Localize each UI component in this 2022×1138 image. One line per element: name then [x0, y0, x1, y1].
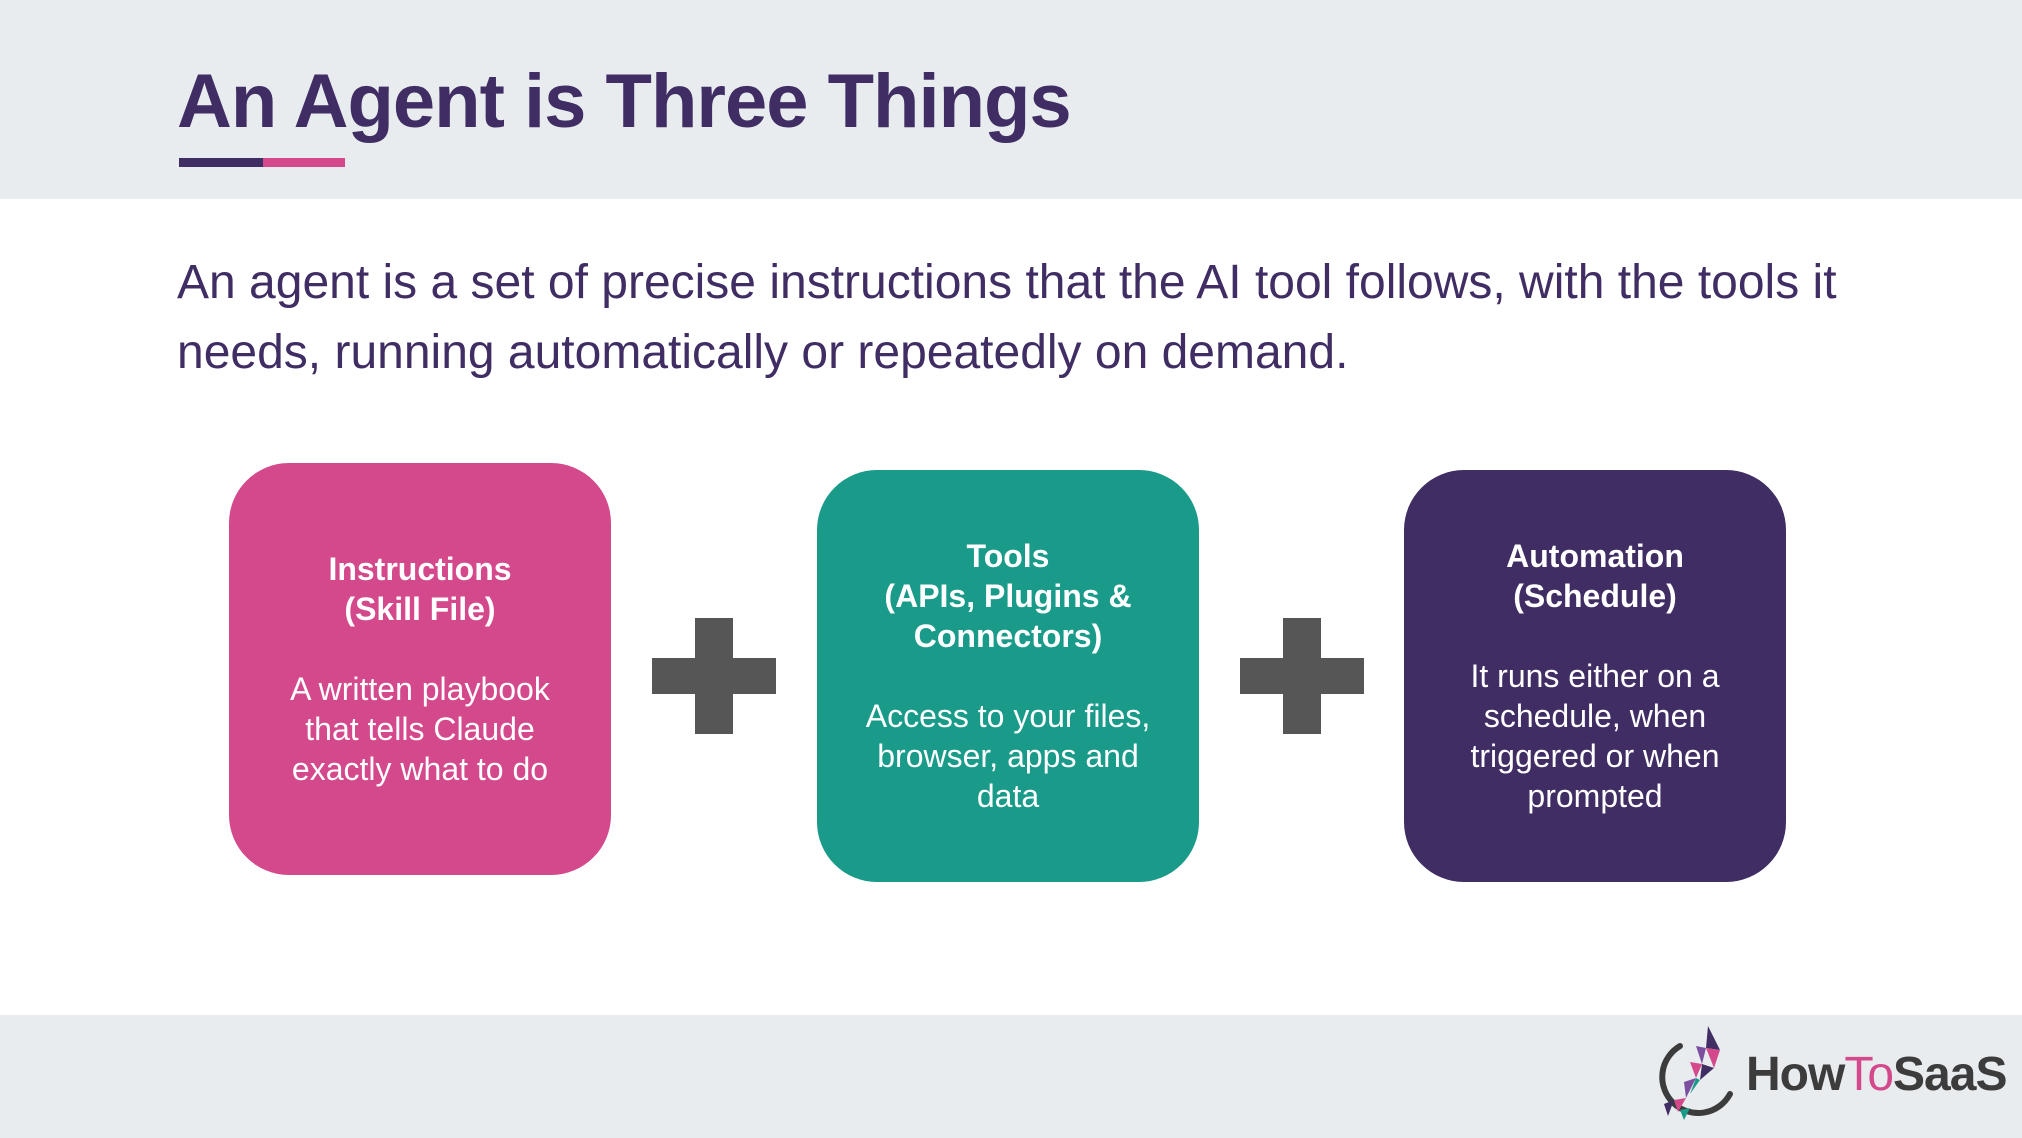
card-title-line: (Skill File)	[344, 591, 496, 627]
card-title: Instructions (Skill File)	[328, 549, 511, 629]
intro-text: An agent is a set of precise instruction…	[177, 256, 1837, 379]
brand-logo: HowToSaaS	[1650, 1024, 2007, 1124]
plus-icon	[652, 618, 776, 734]
card-body: A written playbook that tells Claude exa…	[290, 671, 550, 787]
card-title: Automation (Schedule)	[1506, 536, 1684, 616]
card-title-line: (APIs, Plugins &	[884, 578, 1132, 614]
title-underline	[179, 158, 345, 167]
logo-text-how: How	[1746, 1047, 1845, 1101]
card-title-line: Instructions	[328, 551, 512, 587]
card-title: Tools (APIs, Plugins & Connectors)	[884, 536, 1131, 656]
logo-text-to: To	[1844, 1047, 1894, 1101]
card-title-line: (Schedule)	[1513, 578, 1677, 614]
card-automation: Automation (Schedule) It runs either on …	[1404, 470, 1786, 882]
plus-icon	[1240, 618, 1364, 734]
card-title-line: Automation	[1506, 538, 1684, 574]
howtosaas-rocket-logo-icon	[1659, 1026, 1733, 1120]
logo-wordmark: HowToSaaS	[1746, 1047, 2007, 1102]
card-title-line: Connectors)	[913, 618, 1103, 654]
card-body: It runs either on a schedule, when trigg…	[1470, 658, 1720, 814]
page-title: An Agent is Three Things	[177, 59, 1072, 144]
card-instructions: Instructions (Skill File) A written play…	[229, 463, 611, 875]
card-title-line: Tools	[966, 538, 1050, 574]
logo-text-saas: SaaS	[1893, 1047, 2007, 1101]
underline-segment-purple	[179, 158, 263, 167]
card-body: Access to your files, browser, apps and …	[865, 698, 1151, 814]
card-tools: Tools (APIs, Plugins & Connectors) Acces…	[817, 470, 1199, 882]
underline-segment-pink	[263, 158, 345, 167]
